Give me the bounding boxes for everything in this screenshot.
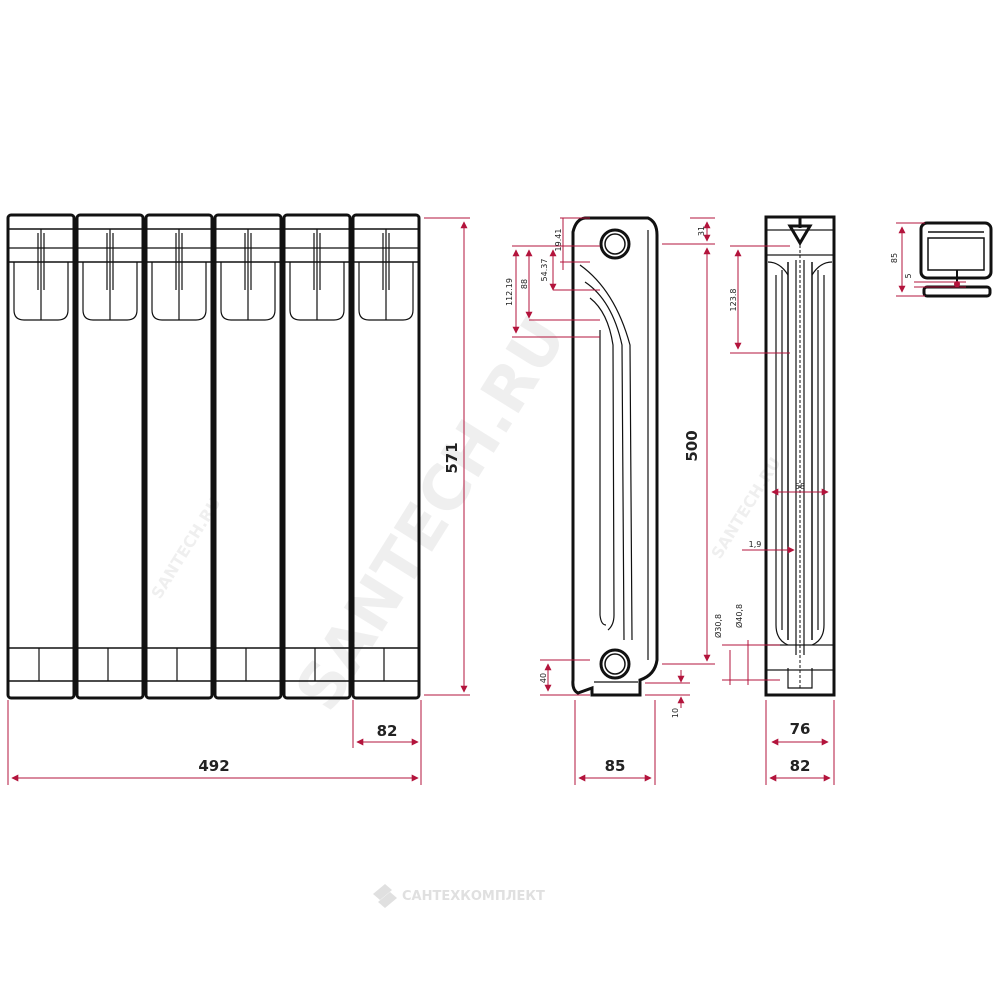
svg-text:SANTECH.RU: SANTECH.RU <box>281 304 580 723</box>
dim-31: 31 <box>697 226 706 236</box>
dim-112-19: 112.19 <box>505 278 514 306</box>
dim-gasket-5: 5 <box>904 273 913 278</box>
section-view <box>764 215 836 697</box>
dim-76: 76 <box>790 720 811 738</box>
dim-10: 10 <box>671 708 680 718</box>
section-outline <box>106 233 114 290</box>
dim-dia-40-8: Ø40,8 <box>734 604 744 628</box>
section-outline <box>313 233 321 290</box>
section-outline <box>283 647 351 682</box>
dim-58: 58 <box>795 482 805 491</box>
dim-500: 500 <box>683 430 701 461</box>
dim-123-8: 123.8 <box>729 289 738 312</box>
section-outline <box>213 213 283 700</box>
section-outline <box>244 233 252 290</box>
section-outline <box>6 213 76 700</box>
section-outline <box>351 213 421 700</box>
dim-85: 85 <box>605 757 626 775</box>
radiator-section <box>6 213 76 700</box>
watermark: SANTECH.RU SANTECH.RU SANTECH.RU <box>147 304 784 723</box>
dim-gasket-85: 85 <box>890 253 899 263</box>
section-outline <box>382 233 390 290</box>
dim-1-9: 1,9 <box>749 540 762 549</box>
brand-logo: САНТЕХКОМПЛЕКТ <box>373 884 545 908</box>
dim-40: 40 <box>539 673 548 683</box>
section-dimensions <box>722 245 835 785</box>
brand-icon <box>373 884 397 908</box>
section-outline <box>144 213 214 700</box>
section-outline <box>37 233 45 290</box>
section-outline <box>75 213 145 700</box>
dim-dia-30-8: Ø30,8 <box>713 614 723 638</box>
front-dimensions <box>7 217 470 785</box>
brand-name: САНТЕХКОМПЛЕКТ <box>402 889 545 904</box>
section-outline <box>352 647 420 682</box>
radiator-section <box>213 213 283 700</box>
dim-88: 88 <box>520 279 529 289</box>
front-view <box>6 213 421 700</box>
dim-82: 82 <box>790 757 811 775</box>
radiator-section <box>75 213 145 700</box>
section-outline <box>175 233 183 290</box>
section-outline <box>282 213 352 700</box>
section-outline <box>76 647 144 682</box>
section-outline <box>214 647 282 682</box>
dim-19-41: 19.41 <box>554 229 563 252</box>
radiator-section <box>351 213 421 700</box>
radiator-section <box>144 213 214 700</box>
front-width-label: 492 <box>198 757 229 775</box>
section-outline <box>7 647 75 682</box>
dim-54-37: 54.37 <box>540 259 549 282</box>
side-dimensions <box>512 217 715 785</box>
section-outline <box>145 647 213 682</box>
radiator-section <box>282 213 352 700</box>
front-section-width-label: 82 <box>377 722 398 740</box>
gasket-dimensions <box>896 222 966 297</box>
svg-text:SANTECH.RU: SANTECH.RU <box>707 454 784 562</box>
front-height-label: 571 <box>443 442 461 473</box>
side-view <box>571 216 659 697</box>
